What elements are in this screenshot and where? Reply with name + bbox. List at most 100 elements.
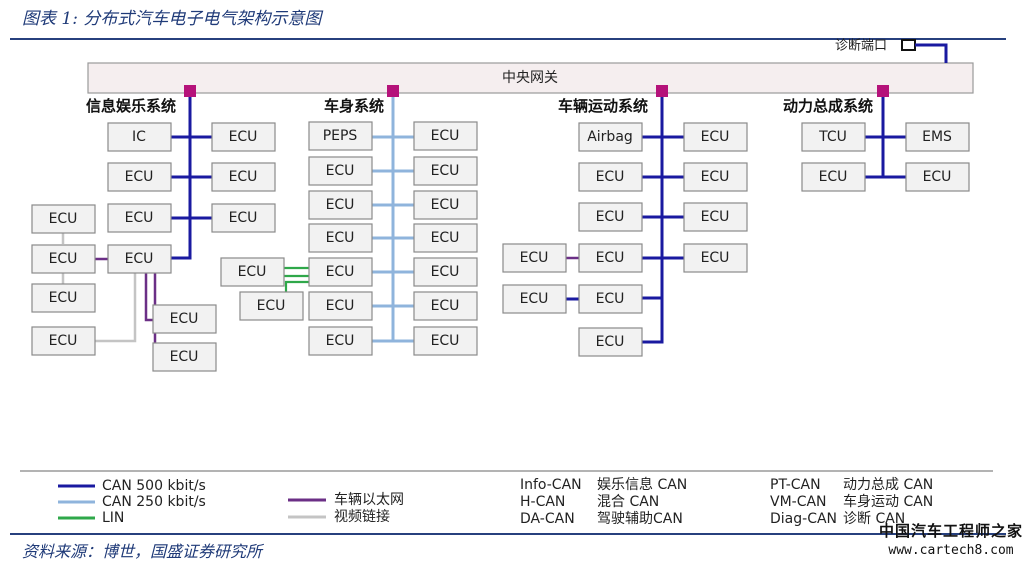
- ecu-box: [905, 162, 970, 192]
- group-label-powertrain: 动力总成系统: [783, 97, 873, 115]
- ecu-label: ECU: [49, 251, 78, 267]
- legend-label-ethernet: 车辆以太网: [334, 491, 404, 508]
- ecu-label: ECU: [431, 333, 460, 349]
- ecu-box: [308, 257, 373, 287]
- diagnostic-port-icon: [901, 39, 916, 51]
- ecu-box: [683, 122, 748, 152]
- ecu-ems-box: [905, 122, 970, 152]
- ecu-box: [308, 291, 373, 321]
- ecu-box: [413, 156, 478, 186]
- group-label-infotainment: 信息娱乐系统: [86, 97, 176, 115]
- ecu-box: [502, 243, 567, 273]
- ecu-label: ECU: [701, 250, 730, 266]
- legend-abbr-desc: 驾驶辅助CAN: [597, 511, 683, 527]
- ecu-label: ECU: [125, 251, 154, 267]
- ecu-label: ECU: [701, 129, 730, 145]
- ecu-box: [211, 162, 276, 192]
- legend-label-can500: CAN 500 kbit/s: [102, 478, 206, 494]
- chassis-can-branches: [642, 135, 684, 300]
- ecu-label: ECU: [431, 128, 460, 144]
- ecu-label: ECU: [520, 291, 549, 307]
- ecu-box: [683, 162, 748, 192]
- ecu-label: ECU: [49, 290, 78, 306]
- legend-panel: [20, 471, 993, 533]
- ecu-airbag-box: [578, 122, 643, 152]
- ecu-box: [578, 162, 643, 192]
- top-rule: [10, 38, 1006, 40]
- gateway-node-chassis: [656, 85, 668, 97]
- ecu-label: ECU: [596, 209, 625, 225]
- ecu-label: ECU: [229, 210, 258, 226]
- ecu-box: [107, 203, 172, 233]
- central-gateway-label: 中央网关: [502, 70, 558, 86]
- gateway-node-info: [184, 85, 196, 97]
- ecu-box: [801, 162, 866, 192]
- ecu-box: [578, 202, 643, 232]
- ecu-box: [308, 156, 373, 186]
- ecu-label: ECU: [520, 250, 549, 266]
- chassis-can-bus: [642, 97, 664, 344]
- group-label-body: 车身系统: [324, 97, 384, 115]
- ecu-box: [31, 244, 96, 274]
- ecu-box: [239, 291, 304, 321]
- ecu-box: [152, 342, 217, 372]
- ecu-box: [308, 190, 373, 220]
- ecu-label: ECU: [431, 230, 460, 246]
- ecu-box: [152, 304, 217, 334]
- legend-abbr-code: VM-CAN: [770, 494, 827, 510]
- legend-abbr-desc: 混合 CAN: [597, 494, 659, 510]
- ecu-peps-label: PEPS: [323, 128, 358, 144]
- body-can-branches: [372, 135, 414, 343]
- ecu-box: [578, 243, 643, 273]
- ecu-box: [31, 204, 96, 234]
- powertrain-can-bus: [865, 97, 906, 179]
- ecu-label: ECU: [326, 197, 355, 213]
- ecu-ic-box: [107, 122, 172, 152]
- ecu-box: [413, 223, 478, 253]
- ecu-box: [413, 291, 478, 321]
- ecu-label: ECU: [431, 197, 460, 213]
- ecu-box: [31, 283, 96, 313]
- diagnostic-port-label: 诊断端口: [835, 39, 887, 54]
- ecu-box: [502, 284, 567, 314]
- ecu-box: [211, 203, 276, 233]
- ecu-box: [413, 257, 478, 287]
- legend-abbr-desc: 娱乐信息 CAN: [597, 476, 687, 493]
- ecu-box: [683, 243, 748, 273]
- ecu-label: ECU: [326, 163, 355, 179]
- diag-can-link: [915, 43, 948, 63]
- ecu-box: [413, 190, 478, 220]
- watermark-url: www.cartech8.com: [888, 543, 1014, 558]
- watermark: 中国汽车工程师之家 www.cartech8.com: [876, 520, 1026, 558]
- ecu-box: [578, 327, 643, 357]
- info-video-link: [79, 272, 137, 343]
- bottom-rule: [10, 533, 1006, 535]
- legend-label-can250: CAN 250 kbit/s: [102, 494, 206, 510]
- ecu-label: ECU: [49, 333, 78, 349]
- ecu-box: [413, 121, 478, 151]
- watermark-name: 中国汽车工程师之家: [878, 522, 1023, 540]
- ecu-label: ECU: [819, 169, 848, 185]
- legend-abbr-desc: 诊断 CAN: [843, 511, 905, 527]
- legend-abbr-code: PT-CAN: [770, 477, 821, 493]
- legend-label-lin: LIN: [102, 510, 124, 526]
- ecu-label: ECU: [596, 291, 625, 307]
- legend-abbr-code: Info-CAN: [520, 477, 582, 493]
- ecu-box: [107, 244, 172, 274]
- source-note: 资料来源：博世，国盛证券研究所: [22, 542, 263, 561]
- ecu-label: ECU: [923, 169, 952, 185]
- ecu-label: ECU: [701, 209, 730, 225]
- legend-abbr-desc: 动力总成 CAN: [843, 477, 933, 493]
- central-gateway-box: [87, 62, 974, 94]
- ecu-label: ECU: [326, 298, 355, 314]
- ecu-box: [578, 284, 643, 314]
- ecu-tcu-box: [801, 122, 866, 152]
- ecu-box: [31, 326, 96, 356]
- figure-title: 图表 1: 分布式汽车电子电气架构示意图: [22, 9, 322, 29]
- legend-abbr-code: H-CAN: [520, 494, 565, 510]
- ecu-label: ECU: [431, 298, 460, 314]
- ecu-label: ECU: [125, 169, 154, 185]
- info-can-branches: [171, 135, 212, 220]
- ecu-label: ECU: [596, 334, 625, 350]
